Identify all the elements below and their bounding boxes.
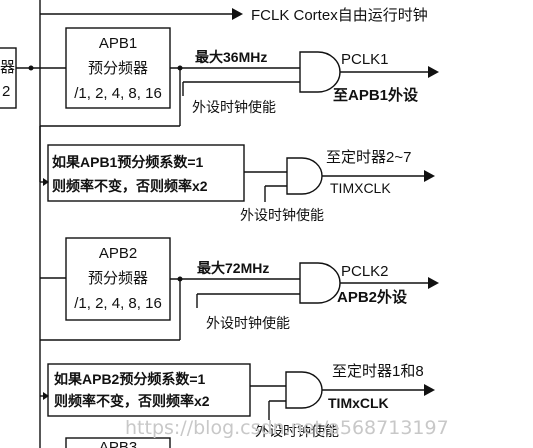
apb2-enable-label: 外设时钟使能: [206, 315, 290, 331]
timxclk-arrow-icon: [424, 170, 435, 182]
pclk1-label: PCLK1: [341, 51, 389, 68]
apb2-subtitle: 预分频器: [88, 270, 148, 287]
apb1-title: APB1: [99, 35, 137, 52]
watermark: https://blog.csdn.net/a568713197: [125, 417, 449, 439]
apb2-title: APB2: [99, 245, 137, 262]
apb2-timer-dest: 至定时器1和8: [332, 363, 424, 380]
apb1-dest-label: 至APB1外设: [333, 86, 418, 104]
apb1-enable-label: 外设时钟使能: [192, 99, 276, 115]
apb1-subtitle: 预分频器: [88, 60, 148, 77]
apb1-and-gate: [299, 51, 341, 93]
apb2-max-label: 最大72MHz: [197, 260, 269, 276]
left-box-text-1: 器: [0, 59, 15, 76]
timxclk2-arrow-icon: [424, 384, 435, 396]
apb2-timer-clk: TIMxCLK: [328, 395, 389, 411]
bottom-partial-box: [65, 437, 171, 448]
pclk2-arrow-icon: [428, 277, 439, 289]
fclk-label: FCLK Cortex自由运行时钟: [251, 7, 428, 24]
bottom-partial-label: APB3: [99, 439, 137, 448]
apb1-timer-cond-1: 如果APB1预分频系数=1: [52, 154, 204, 170]
apb1-timer-dest: 至定时器2~7: [326, 149, 411, 166]
apb1-timer-cond-2: 则频率不变，否则频率x2: [52, 178, 208, 194]
apb2-timer-input-arrow-icon: [43, 392, 49, 400]
junction-dot: [28, 65, 34, 71]
fclk-arrow-icon: [232, 8, 243, 20]
apb2-dest-label: APB2外设: [337, 288, 407, 306]
pclk1-arrow-icon: [428, 66, 439, 78]
apb1-max-label: 最大36MHz: [195, 49, 267, 65]
apb1-timer-input-arrow-icon: [43, 178, 49, 186]
apb2-timer-enable-label: 外设时钟使能: [255, 423, 339, 439]
apb1-timer-and-gate: [286, 157, 323, 195]
left-box-text-2: 2: [2, 83, 10, 100]
apb2-timer-multiplier-box: [47, 363, 251, 417]
apb2-timer-cond-2: 则频率不变，否则频率x2: [54, 393, 210, 409]
apb1-timer-clk: TIMXCLK: [330, 180, 391, 196]
apb2-prescaler-box: [65, 237, 171, 321]
apb2-and-gate: [299, 262, 341, 304]
apb2-ratios: /1, 2, 4, 8, 16: [74, 295, 162, 312]
ahb-prescaler-box: [0, 47, 17, 109]
apb1-timer-enable-label: 外设时钟使能: [240, 207, 324, 223]
pclk2-label: PCLK2: [341, 263, 389, 280]
apb1-timer-multiplier-box: [47, 144, 245, 202]
apb1-ratios: /1, 2, 4, 8, 16: [74, 85, 162, 102]
apb2-timer-cond-1: 如果APB2预分频系数=1: [54, 371, 206, 387]
apb2-timer-and-gate: [285, 371, 323, 409]
